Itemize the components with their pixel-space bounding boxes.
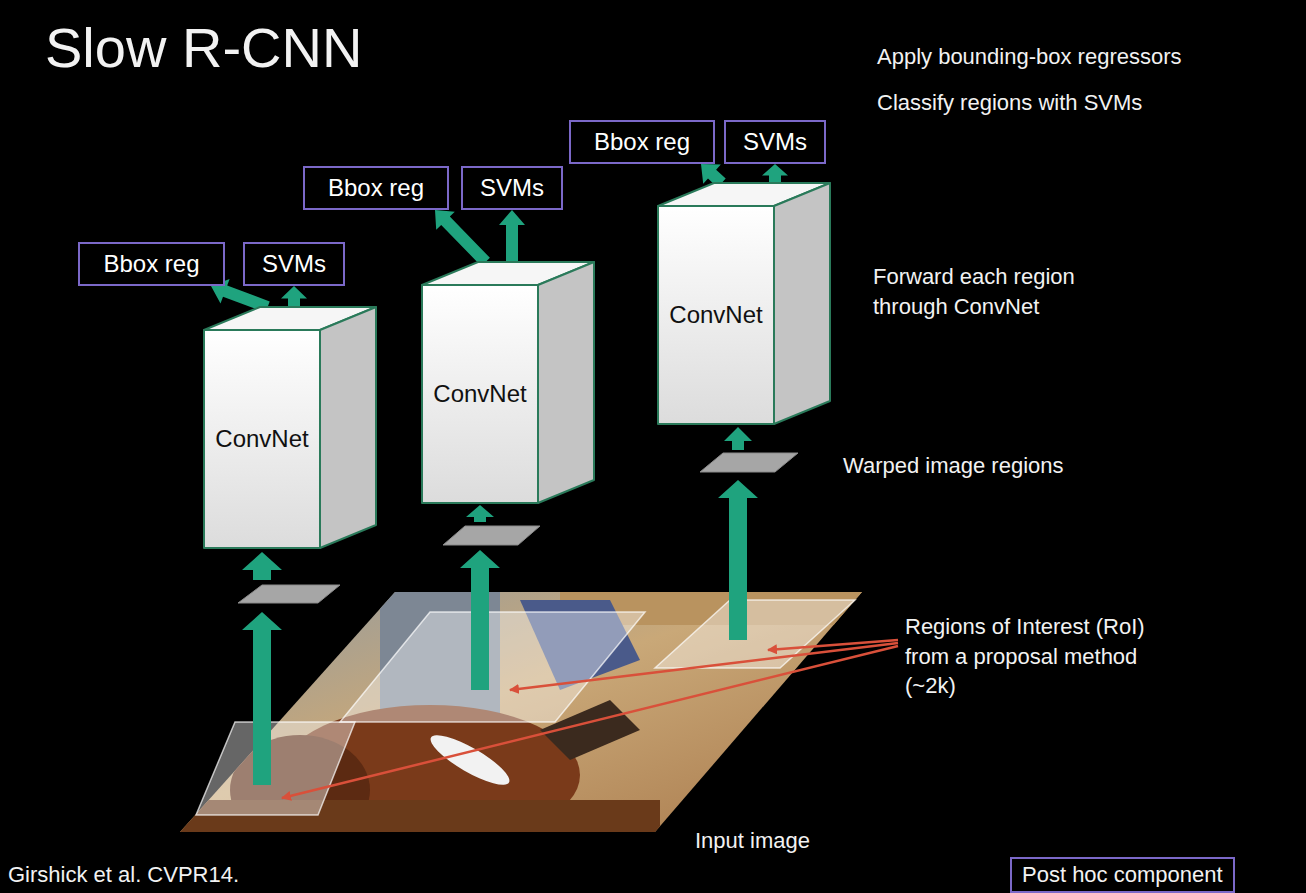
cube-label: ConvNet <box>422 285 538 503</box>
output-box: Bbox reg <box>303 166 449 210</box>
cube-label: ConvNet <box>204 330 320 548</box>
cube-face <box>320 307 376 548</box>
convnet-block: ConvNet <box>204 307 376 548</box>
input-image <box>170 585 870 845</box>
cube-label: ConvNet <box>658 206 774 424</box>
annotation: Apply bounding-box regressors <box>877 42 1182 72</box>
cube-face <box>658 206 774 424</box>
output-name: Bbox reg <box>594 128 690 156</box>
output-name: Bbox reg <box>103 250 199 278</box>
annotation: Forward each region through ConvNet <box>873 262 1088 321</box>
cube-face <box>422 285 538 503</box>
convnet-block: ConvNet <box>658 183 830 424</box>
region-of-interest <box>196 600 855 815</box>
cube-face <box>774 183 830 424</box>
annotation: Classify regions with SVMs <box>877 88 1142 118</box>
output-box: Bbox reg <box>569 120 715 164</box>
cube-face <box>538 262 594 503</box>
output-arrow <box>435 210 490 266</box>
convnet-block: ConvNet <box>422 262 594 503</box>
annotation: Input image <box>695 826 810 856</box>
cube-face <box>204 330 320 548</box>
leader-line <box>282 640 898 798</box>
output-arrow <box>762 164 788 183</box>
output-name: SVMs <box>262 250 326 278</box>
block-name: ConvNet <box>669 301 762 329</box>
output-arrow <box>281 286 307 307</box>
output-name: SVMs <box>480 174 544 202</box>
legend-box: Post hoc component <box>1010 857 1235 893</box>
output-box: SVMs <box>243 242 345 286</box>
slide-title: Slow R-CNN <box>45 14 362 81</box>
block-name: ConvNet <box>215 425 308 453</box>
output-box: SVMs <box>461 166 563 210</box>
legend-text: Post hoc component <box>1022 862 1223 888</box>
block-name: ConvNet <box>433 380 526 408</box>
output-arrow <box>499 210 525 262</box>
output-box: Bbox reg <box>78 242 225 286</box>
annotation: Girshick et al. CVPR14. <box>8 860 239 890</box>
output-box: SVMs <box>724 120 826 164</box>
output-name: Bbox reg <box>328 174 424 202</box>
annotation: Warped image regions <box>843 451 1064 481</box>
output-name: SVMs <box>743 128 807 156</box>
annotation: Regions of Interest (RoI) from a proposa… <box>905 612 1175 701</box>
